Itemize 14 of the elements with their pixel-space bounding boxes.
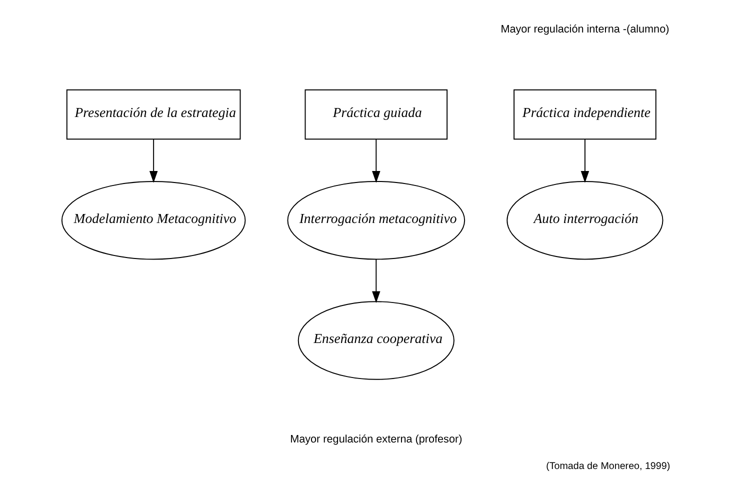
node-box: Presentación de la estrategia [66,89,240,140]
label: Mayor regulación interna -(alumno) [500,24,669,36]
node-ellipse: Modelamiento Metacognitivo [60,180,246,260]
node-ellipse: Interrogación metacognitivo [286,180,465,260]
caption: (Tomada de Monereo, 1999) [546,461,670,472]
arrow [580,138,589,183]
arrow [372,138,380,183]
node-box: Práctica independiente [513,89,656,140]
node-ellipse: Auto interrogación [506,180,663,260]
arrow [372,258,380,304]
arrow [148,138,158,183]
node-ellipse: Enseñanza cooperativa [297,301,454,380]
label: Mayor regulación externa (profesor) [290,433,462,446]
node-box: Práctica guiada [304,89,448,140]
